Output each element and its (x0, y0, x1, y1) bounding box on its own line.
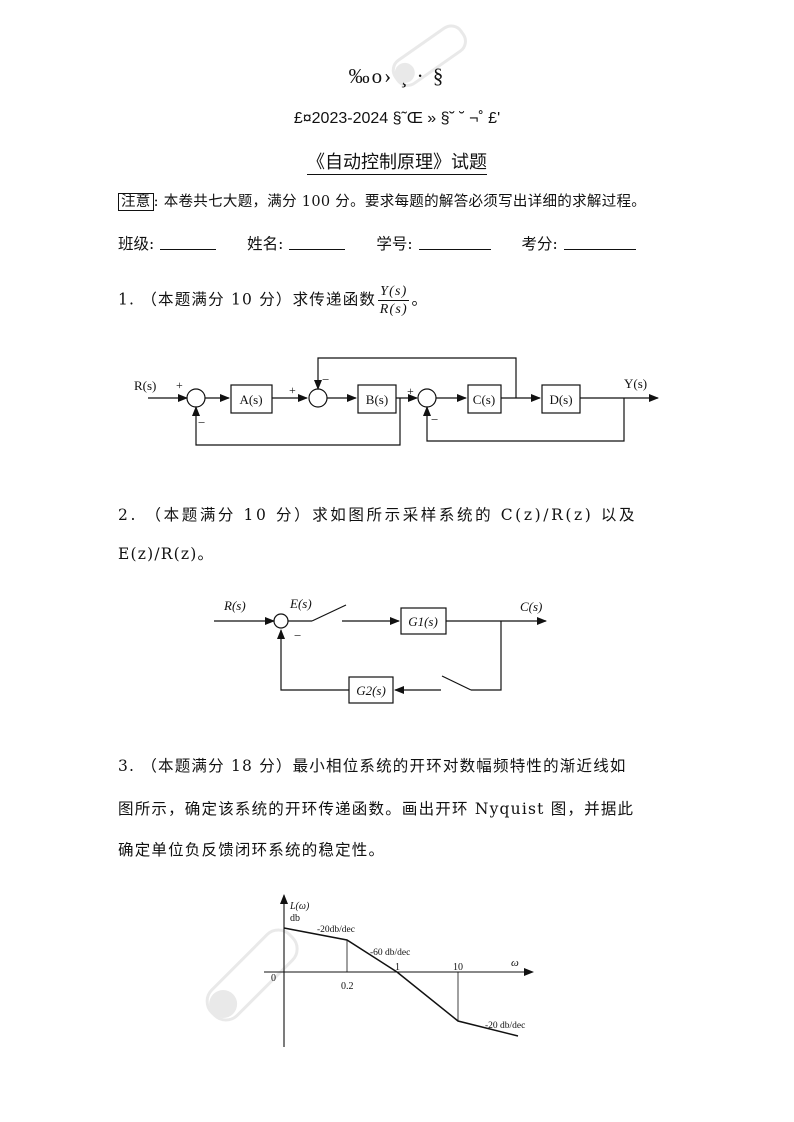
id-label: 学号: (376, 235, 413, 253)
block-c (467, 384, 502, 414)
notice-text: : 本卷共七大题，满分 100 分。要求每题的解答必须写出详细的求解过程。 (153, 194, 647, 210)
block-d-label: D(s) (549, 392, 572, 407)
tick-label-10: 10 (453, 962, 463, 973)
slope-label-1: -20db/dec (317, 925, 355, 935)
slope-label-2: -60 db/dec (370, 948, 410, 958)
watermark-logo-top (391, 24, 467, 87)
sampler-switch-2 (441, 675, 472, 691)
student-info-row: 班级: 姓名: 学号: 考分: (118, 232, 636, 254)
origin-label: 0 (271, 973, 276, 984)
q2-summing-junction (273, 613, 289, 629)
magnitude-asymptote (283, 927, 519, 1037)
slope-label-3: -20 db/dec (485, 1021, 525, 1031)
question-2-text-line-2: E(z)/R(z)。 (118, 545, 215, 563)
garbled-heading-line-1: ‰o› ¸ · § (348, 64, 446, 88)
exam-title: 《自动控制原理》试题 (307, 152, 487, 175)
summing-junction-2 (308, 388, 328, 408)
q1-input-label: R(s) (134, 378, 156, 393)
summing-junction-3 (417, 388, 437, 408)
g2-label: G2(s) (356, 683, 386, 698)
x-axis-label: ω (511, 957, 519, 969)
sum1-plus: + (176, 378, 183, 392)
sum2-plus: + (289, 383, 296, 397)
score-label: 考分: (521, 235, 558, 253)
q2-minus: − (294, 628, 301, 643)
tick-label-1: 1 (395, 962, 400, 973)
garbled-heading-line-2: £¤2023-2024 §˜Œ » §˘ ˘ ¬˚ £' (293, 110, 501, 127)
q2-sampled-system-diagram: R(s) E(s) − G1(s) C(s) G2(s) (214, 596, 547, 704)
q1-output-label: Y(s) (624, 376, 647, 391)
question-3-text-line-2: 图所示，确定该系统的开环传递函数。画出开环 Nyquist 图，并据此 (118, 800, 635, 818)
q3-bode-plot: L(ω) db ω 0 0.2 1 10 -20db/dec -60 db/de… (264, 894, 534, 1047)
question-3-text-line-1: 3. （本题满分 18 分）最小相位系统的开环对数幅频特性的渐近线如 (118, 757, 627, 775)
name-blank (289, 249, 346, 250)
q2-input-label: R(s) (223, 598, 246, 613)
q2-output-label: C(s) (520, 599, 542, 614)
class-label: 班级: (118, 235, 155, 253)
sampler-switch-1 (311, 604, 347, 622)
watermark-logo-bottom (205, 928, 299, 1022)
question-2-text-line-1: 2. （本题满分 10 分）求如图所示采样系统的 C(z)/R(z) 以及 (118, 506, 638, 524)
sum1-minus: − (198, 415, 205, 430)
block-d (541, 384, 581, 414)
sum3-minus: − (431, 412, 438, 427)
summing-junction-1 (186, 388, 206, 408)
block-b (357, 384, 397, 414)
id-blank (418, 249, 491, 250)
class-blank (160, 249, 217, 250)
y-axis-label: L(ω) (289, 901, 310, 912)
transfer-function-fraction: Y(s)R(s) (378, 284, 410, 317)
score-blank (563, 249, 636, 250)
block-a-label: A(s) (239, 392, 262, 407)
tick-label-02: 0.2 (341, 981, 354, 992)
q1-block-diagram: R(s) + − A(s) + − B(s) + − C(s) D(s) Y(s… (134, 357, 659, 446)
y-axis-unit: db (290, 913, 300, 924)
block-b-label: B(s) (366, 392, 388, 407)
exam-notice: 注意: 本卷共七大题，满分 100 分。要求每题的解答必须写出详细的求解过程。 (118, 190, 646, 211)
name-label: 姓名: (247, 235, 284, 253)
sum2-minus: − (322, 372, 329, 387)
g1-label: G1(s) (408, 614, 438, 629)
q2-error-label: E(s) (289, 596, 312, 611)
notice-label: 注意 (118, 193, 154, 211)
question-3-text-line-3: 确定单位负反馈闭环系统的稳定性。 (118, 841, 386, 859)
block-a (230, 384, 273, 414)
block-c-label: C(s) (473, 392, 495, 407)
sum3-plus: + (407, 384, 414, 398)
